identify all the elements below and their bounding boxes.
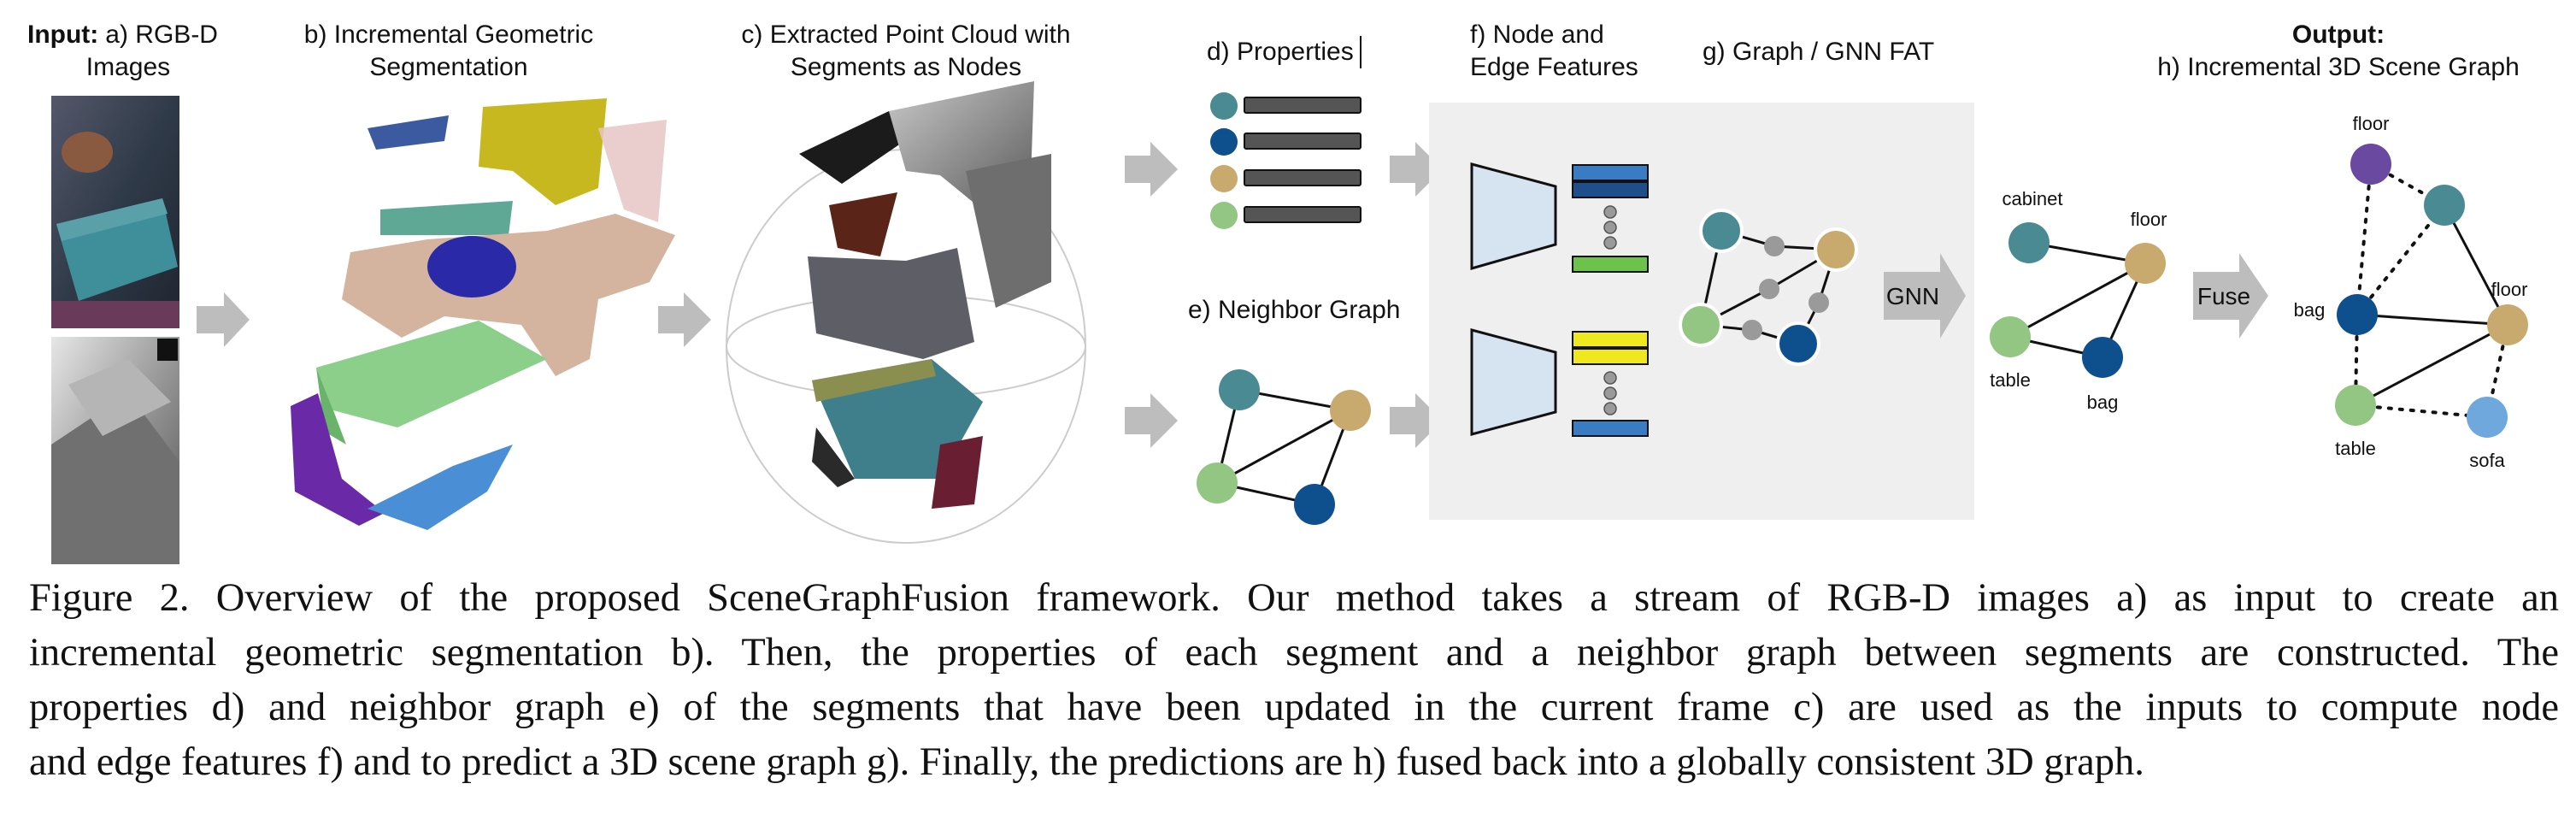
panel-pointcloud: c) Extracted Point Cloud with Segments a… [726,21,1086,544]
panel-input: Input:a) RGB-D Images [27,21,218,564]
scene-node-sofa [2467,397,2508,438]
input-label: a) RGB-D [105,21,218,49]
scene-node-bag [2337,294,2378,335]
predicted-label: cabinet [2003,188,2063,209]
pointcloud-label-2: Segments as Nodes [791,53,1021,81]
input-label-2: Images [86,53,170,81]
depth-image [51,337,179,564]
caption-line: and edge features f) and to predict a 3D… [29,740,2144,784]
scene-label: sofa [2469,450,2505,471]
panel-features: f) Node and Edge Features [1470,21,1649,437]
predicted-label: table [1990,369,2031,391]
caption-line: properties d) and neighbor graph e) of t… [29,686,2559,729]
gnn-arrow: GNN [1884,253,1966,339]
edge-feature-vector [1572,331,1649,437]
scene-label: table [2335,438,2376,459]
predicted-node-floor [2125,243,2166,284]
scene-label: bag [2294,299,2326,321]
gnn-arrow-label: GNN [1886,283,1939,309]
edge-encoder [1470,328,1557,436]
fuse-arrow-label: Fuse [2197,283,2250,309]
output-label: h) Incremental 3D Scene Graph [2157,53,2520,81]
gnn-node [1814,227,1858,272]
segmentation-render [291,98,675,530]
scene-label: floor [2491,279,2528,300]
panel-segmentation: b) Incremental Geometric Segmentation [291,21,675,530]
segmentation-label: b) Incremental Geometric [304,21,593,49]
arrow-a-b [197,292,250,347]
caption-line: Figure 2. Overview of the proposed Scene… [29,576,2559,620]
arrow-b-c [658,292,711,347]
edge-node [1808,292,1829,313]
pointcloud-label: c) Extracted Point Cloud with [741,21,1070,49]
property-row [1210,165,1362,192]
input-prefix: Input: [27,21,98,49]
arrow-c-e [1125,393,1178,448]
predicted-graph: cabinet floor table bag [1990,188,2167,413]
panel-neighbor-graph: e) Neighbor Graph [1188,296,1400,525]
figure-caption: Figure 2. Overview of the proposed Scene… [29,571,2559,790]
caption-line: incremental geometric segmentation b). T… [29,631,2559,675]
property-row [1210,202,1362,229]
scene-node [2424,185,2465,226]
neighbor-node [1294,484,1335,525]
panel-gnn: g) Graph / GNN FAT [1679,38,1934,366]
predicted-label: floor [2131,209,2167,230]
edge-node [1742,320,1762,340]
segmentation-label-2: Segmentation [369,53,527,81]
neighbor-node [1330,390,1371,431]
edge-node [1764,236,1785,256]
arrow-c-d [1125,142,1178,197]
framework-figure: Input:a) RGB-D Images b) Incremental Geo… [27,21,2528,564]
neighbor-label: e) Neighbor Graph [1188,296,1400,324]
panel-properties: d) Properties [1207,36,1362,229]
gnn-node [1776,321,1820,366]
neighbor-node [1219,369,1260,410]
gnn-node [1679,303,1723,347]
properties-label: d) Properties [1207,38,1354,66]
predicted-node-table [1990,316,2031,357]
gnn-label: g) Graph / GNN FAT [1703,38,1934,66]
scene-node-floor [2350,144,2391,185]
features-label: f) Node and [1470,21,1604,49]
panel-output: Output: h) Incremental 3D Scene Graph fl… [2157,21,2528,471]
pointcloud-render [726,81,1086,544]
predicted-node-cabinet [2008,222,2050,263]
neighbor-node [1197,463,1238,504]
node-feature-vector [1572,164,1649,273]
features-label-2: Edge Features [1470,53,1638,81]
svg-text:Input:a) RGB-D: Input:a) RGB-D [27,21,218,49]
scene-node-table [2335,385,2376,426]
predicted-label: bag [2087,392,2119,413]
arrow-d-f [1390,142,1443,197]
predicted-node-bag [2082,337,2123,378]
arrow-e-f [1390,393,1443,448]
fuse-arrow: Fuse [2193,253,2268,339]
property-row [1210,128,1362,156]
edge-node [1759,279,1779,299]
gnn-node [1699,209,1744,253]
property-row [1210,92,1362,120]
output-prefix: Output: [2292,21,2385,49]
scene-node-floor [2487,304,2528,345]
node-encoder [1470,162,1557,270]
rgb-image [51,96,179,328]
scene-label: floor [2353,113,2390,134]
